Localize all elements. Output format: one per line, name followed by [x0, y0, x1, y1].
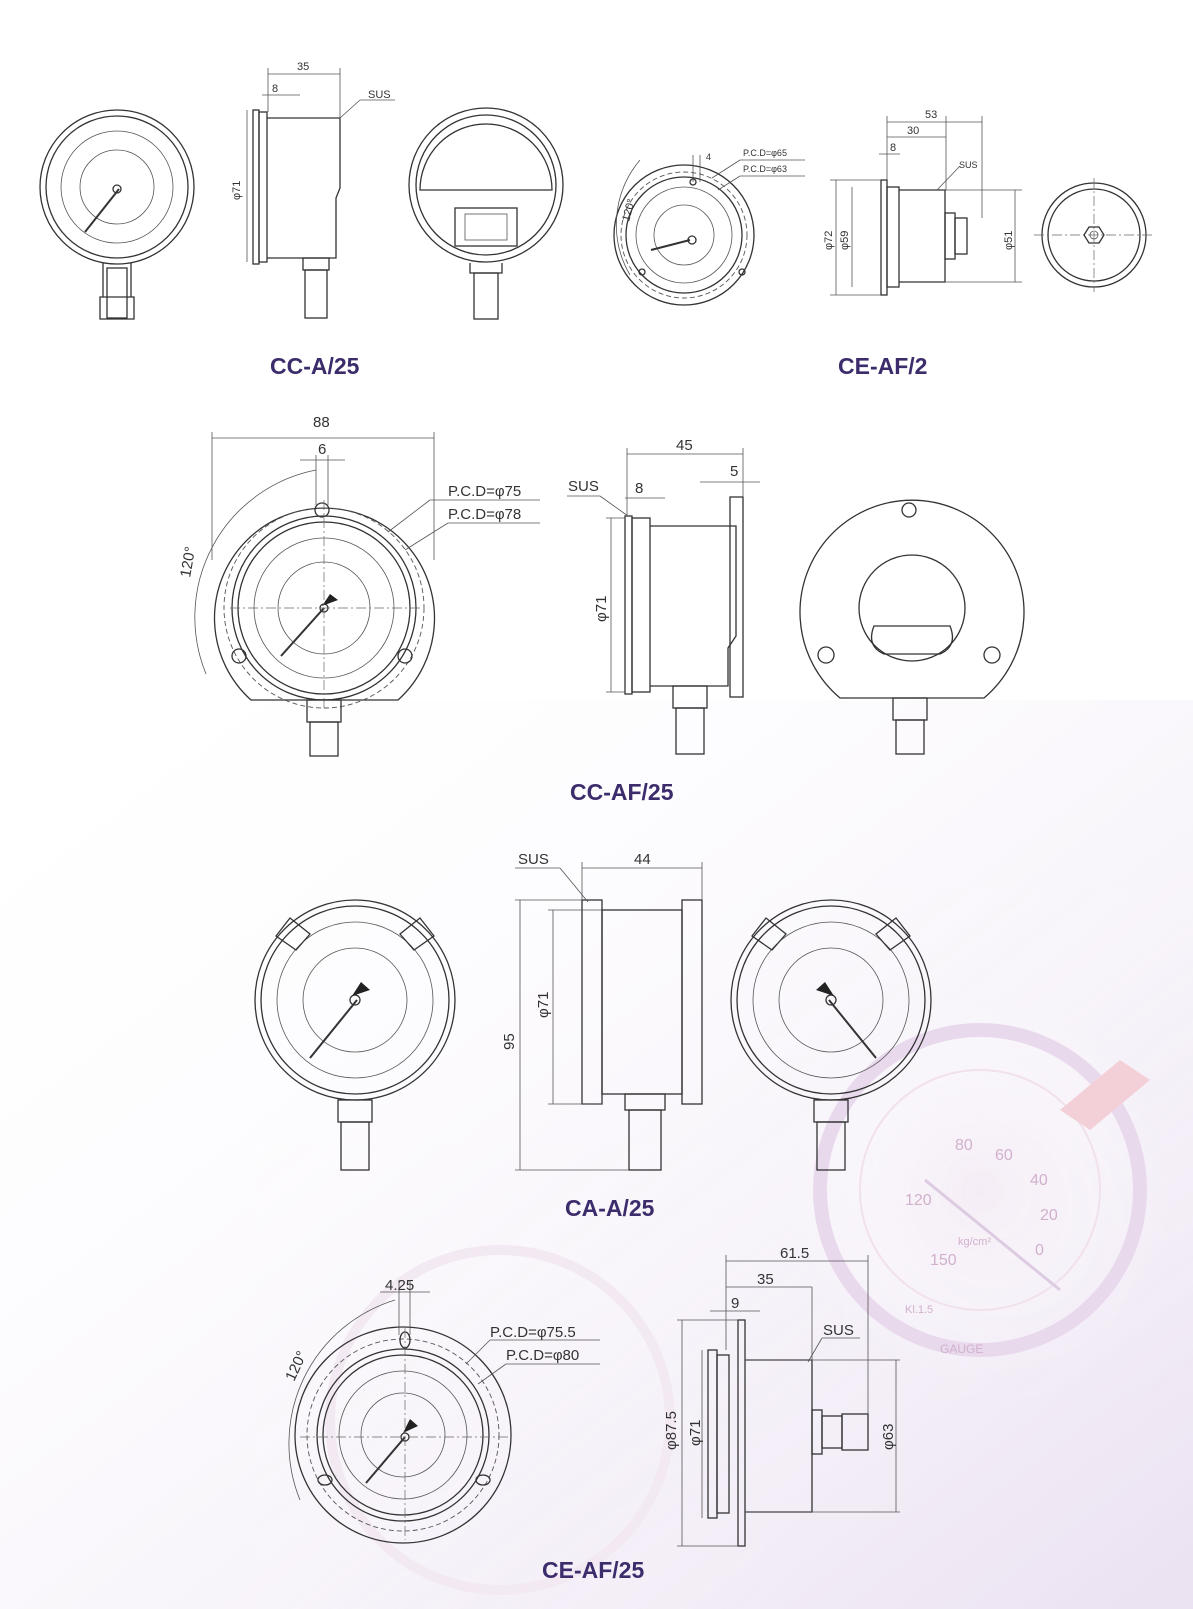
ca-a25-dim-44: 44	[634, 851, 651, 868]
ce-af2-dim-4: 4	[706, 152, 711, 162]
wm-tick-20: 20	[1040, 1207, 1058, 1224]
cc-a25-side-view	[246, 68, 395, 319]
cc-a25-dim-8: 8	[272, 83, 278, 95]
cc-af25-title: CC-AF/25	[570, 779, 674, 805]
cc-a25-title: CC-A/25	[270, 353, 360, 379]
cc-af25-pcd-75: P.C.D=φ75	[448, 483, 521, 500]
cc-af25-pcd-78: P.C.D=φ78	[448, 506, 521, 523]
cc-af25-dim-5: 5	[730, 463, 738, 480]
ce-af25-dim-phi63: φ63	[880, 1424, 897, 1450]
wm-tick-150: 150	[930, 1252, 957, 1269]
wm-brand: GAUGE	[940, 1342, 983, 1356]
cc-af25-dim-8: 8	[635, 480, 643, 497]
cc-a25-back-view	[408, 107, 564, 320]
cc-af25-dim-6: 6	[318, 441, 326, 458]
ce-af25-dim-9: 9	[731, 1295, 739, 1312]
ce-af2-front-view	[613, 155, 805, 306]
ce-af2-back-view	[1034, 178, 1154, 292]
cc-af25-back-view	[799, 499, 1025, 755]
ce-af25-dim-61-5: 61.5	[780, 1245, 809, 1262]
ca-a25-side-view	[515, 862, 703, 1171]
cc-af25-side-view	[567, 448, 760, 755]
ce-af25-title: CE-AF/25	[542, 1557, 644, 1583]
wm-tick-60: 60	[995, 1147, 1013, 1164]
ca-a25-sus: SUS	[518, 851, 549, 868]
background-watermark: 80 60 40 20 0 120 150 kg/cm² Kl.1.5 GAUG…	[0, 700, 1193, 1609]
ce-af2-dim-8: 8	[890, 142, 896, 154]
ce-af2-sus: SUS	[959, 160, 978, 170]
ce-af2-pcd-63: P.C.D=φ63	[743, 164, 787, 174]
ce-af2-dim-phi51: φ51	[1003, 231, 1015, 250]
wm-tick-40: 40	[1030, 1172, 1048, 1189]
cc-a25-dim-phi71: φ71	[231, 181, 243, 200]
ce-af2-side-view	[830, 116, 1022, 296]
ce-af25-pcd-80: P.C.D=φ80	[506, 1347, 579, 1364]
ce-af25-dim-phi87-5: φ87.5	[663, 1411, 680, 1450]
ca-a25-dim-phi71: φ71	[535, 992, 552, 1018]
cc-a25-sus: SUS	[368, 89, 391, 101]
wm-tick-120: 120	[905, 1192, 932, 1209]
cc-a25-front-view	[39, 109, 195, 320]
ce-af2-title: CE-AF/2	[838, 353, 927, 379]
ce-af25-dim-4-25: 4.25	[385, 1277, 414, 1294]
wm-tick-0: 0	[1035, 1242, 1044, 1259]
ce-af25-dim-35: 35	[757, 1271, 774, 1288]
ca-a25-front-view	[254, 899, 456, 1171]
cc-af25-dim-45: 45	[676, 437, 693, 454]
ce-af2-dim-53: 53	[925, 109, 937, 121]
cc-af25-dim-phi71: φ71	[593, 596, 610, 622]
ce-af25-dim-phi71: φ71	[687, 1420, 704, 1446]
ca-a25-title: CA-A/25	[565, 1195, 655, 1221]
ce-af25-front-view	[288, 1280, 600, 1544]
ce-af25-pcd-75-5: P.C.D=φ75.5	[490, 1324, 576, 1341]
wm-unit: kg/cm²	[958, 1236, 991, 1248]
ce-af2-dim-phi59: φ59	[839, 231, 851, 250]
wm-tick-80: 80	[955, 1137, 973, 1154]
cc-a25-dim-35: 35	[297, 61, 309, 73]
cc-af25-dim-120: 120°	[177, 545, 199, 579]
cc-af25-front-view	[194, 432, 540, 757]
ca-a25-back-view	[730, 899, 932, 1171]
wm-class: Kl.1.5	[905, 1304, 933, 1316]
ce-af2-dim-30: 30	[907, 125, 919, 137]
ce-af2-dim-120: 120°	[620, 198, 637, 223]
cc-af25-dim-88: 88	[313, 414, 330, 431]
cc-af25-sus: SUS	[568, 478, 599, 495]
ce-af25-sus: SUS	[823, 1322, 854, 1339]
ce-af2-dim-phi72: φ72	[823, 231, 835, 250]
ce-af25-side-view	[677, 1255, 900, 1547]
ce-af2-pcd-65: P.C.D=φ65	[743, 148, 787, 158]
ca-a25-dim-95: 95	[501, 1033, 518, 1050]
